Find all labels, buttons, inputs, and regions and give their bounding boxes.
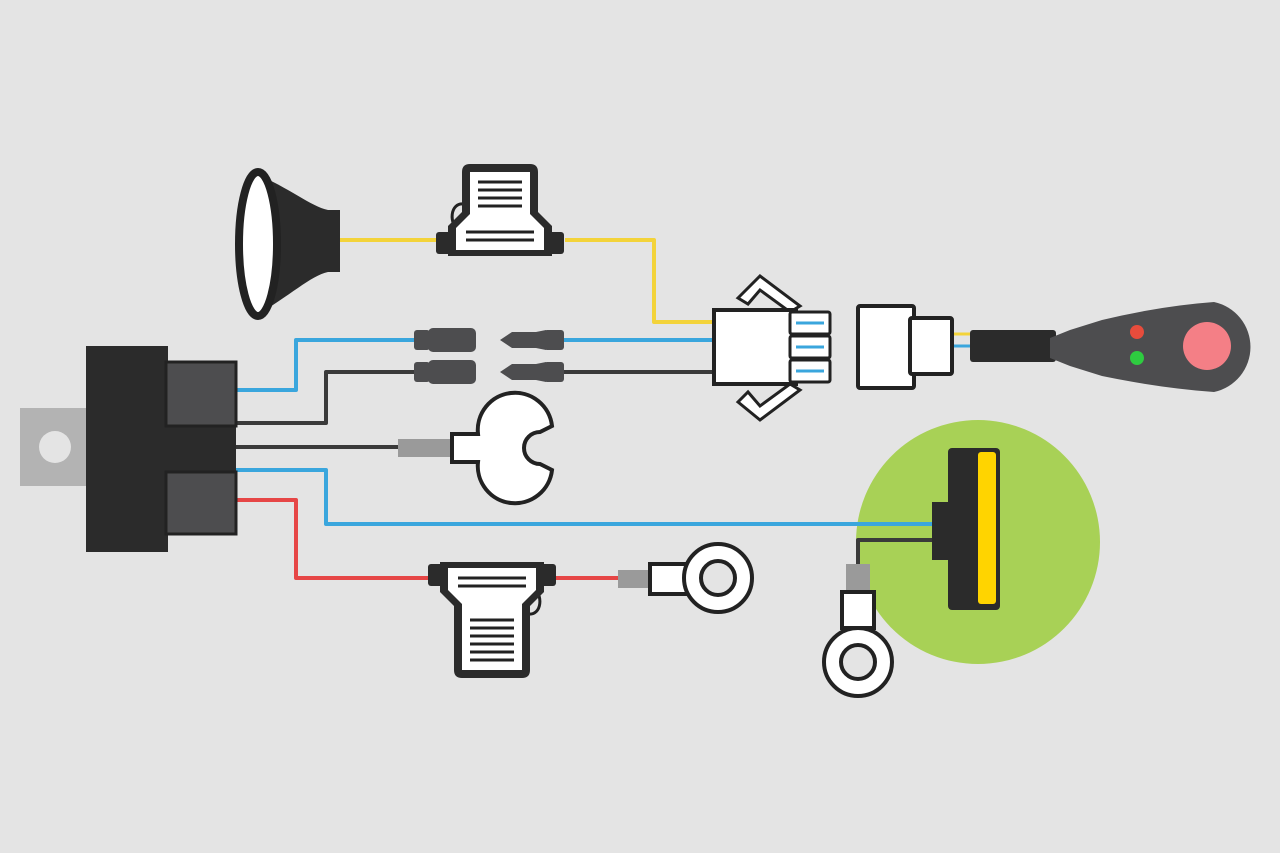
ring-crimp (846, 564, 870, 594)
switch-button (1183, 322, 1231, 370)
wire-blue-relay-bullet (236, 338, 420, 392)
relay-top-pins (164, 360, 238, 428)
led-mount-base (932, 502, 950, 560)
ring-hole (699, 559, 737, 597)
switch-led-green (1130, 351, 1144, 365)
headlight-lens (235, 168, 281, 320)
led-strip (978, 452, 996, 604)
ring-neck (840, 590, 876, 630)
bullet-female-top (414, 328, 476, 352)
socket-nose (908, 316, 954, 376)
relay-icon (20, 346, 238, 552)
wire-black-relay-bullet (236, 370, 420, 425)
relay-bottom-pins (164, 470, 238, 536)
wire-blue-relay-led (236, 468, 934, 526)
wire-black-led-ground (856, 538, 934, 568)
blade-fuse-holder-icon (436, 164, 564, 256)
bullet-male-bottom (500, 362, 564, 382)
relay-mount-hole (39, 431, 71, 463)
bullet-female-bottom (414, 360, 476, 384)
fork-terminal-icon (398, 390, 555, 506)
ring-hole (839, 643, 877, 681)
bullet-connector-icon (414, 328, 564, 384)
wires (236, 238, 972, 580)
connector-body (712, 308, 798, 386)
fuse-ribs (458, 576, 526, 662)
ring-terminal-icon (822, 564, 894, 698)
three-pin-connector-icon (712, 274, 832, 422)
ring-crimp (618, 570, 654, 588)
relay-body (86, 346, 168, 552)
socket-body (856, 304, 916, 390)
fork-lug (450, 390, 555, 506)
wire-yellow-fuse-connector (565, 238, 716, 324)
spotlight-icon (235, 168, 340, 320)
fuse-ribs (466, 180, 534, 242)
blade-fuse-holder-icon (428, 562, 556, 678)
switch-cable-sleeve (970, 330, 1056, 362)
headlight-back-cap (324, 210, 340, 272)
connector-pin-slots (788, 310, 832, 384)
push-switch-icon (970, 302, 1251, 392)
fork-crimp (398, 439, 456, 457)
switch-led-red (1130, 325, 1144, 339)
connector-socket-icon (856, 304, 954, 390)
wire-red-relay-fuse (236, 498, 430, 580)
relay-center (166, 425, 236, 473)
ring-terminal-icon (618, 542, 754, 614)
bullet-male-top (500, 330, 564, 350)
led-strip-icon (932, 448, 1000, 610)
